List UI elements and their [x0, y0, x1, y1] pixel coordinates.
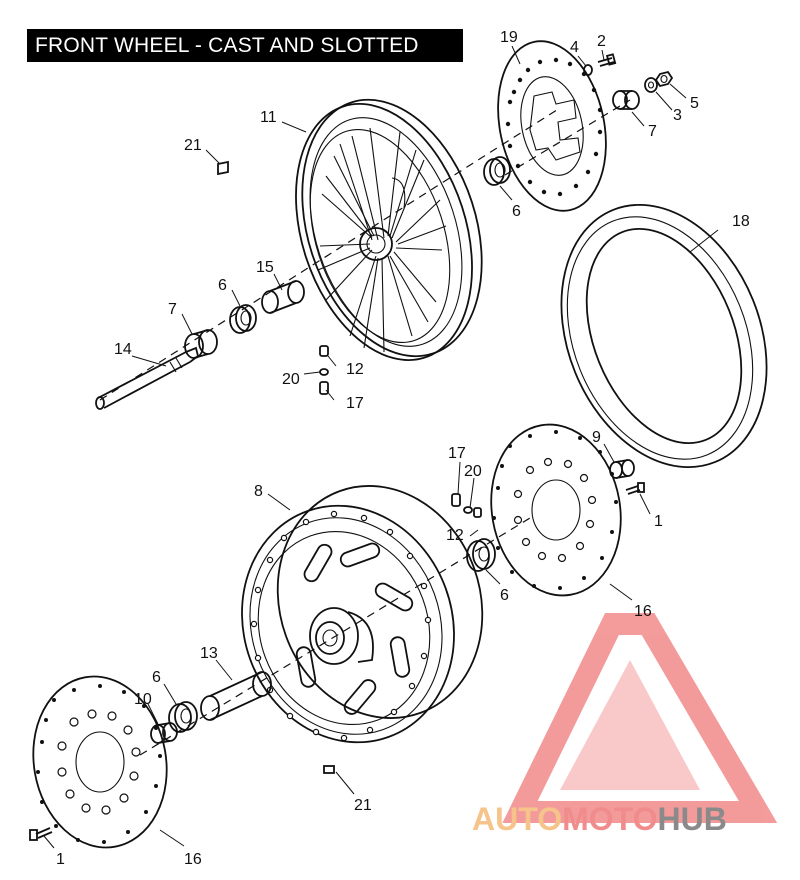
callout-label-7: 7: [648, 123, 657, 140]
axis-line-lower: [139, 517, 531, 756]
spacer-10: [150, 722, 178, 744]
callout-label-6: 6: [152, 669, 161, 686]
bearing-lower-left: [168, 701, 198, 733]
leader-lines: [43, 45, 719, 849]
valve-stem-17-lower: [451, 493, 461, 507]
nut-5: [654, 70, 674, 88]
watermark-logo: [502, 613, 778, 823]
weight-21-lower: [323, 765, 335, 774]
callout-label-4: 4: [570, 39, 579, 56]
callout-label-20: 20: [282, 371, 300, 388]
callout-label-17: 17: [448, 445, 466, 462]
callout-label-19: 19: [500, 29, 518, 46]
callout-label-16: 16: [634, 603, 652, 620]
callout-label-7: 7: [168, 301, 177, 318]
o-ring-20-lower: [463, 506, 473, 514]
bearing-lower-right: [466, 538, 496, 572]
callout-label-6: 6: [218, 277, 227, 294]
spacer-13: [200, 671, 272, 721]
callout-label-20: 20: [464, 463, 482, 480]
watermark-moto: MOTO: [562, 801, 657, 837]
callout-label-18: 18: [732, 213, 750, 230]
spacer-15: [261, 280, 305, 314]
bolt-1-left: [29, 827, 53, 841]
valve-cap-12-lower: [473, 507, 482, 518]
spacer-7-left: [184, 329, 218, 359]
axle-14: [95, 346, 200, 410]
bolt-2: [597, 53, 617, 67]
axis-line-upper: [99, 107, 561, 401]
callout-label-15: 15: [256, 259, 274, 276]
callout-label-6: 6: [500, 587, 509, 604]
tire: [560, 203, 768, 469]
watermark-text: AUTOMOTOHUB: [472, 801, 727, 837]
o-ring-20: [319, 368, 329, 376]
rotor-upper: [497, 40, 607, 212]
cast-wheel: [295, 98, 483, 361]
callout-label-10: 10: [134, 691, 152, 708]
watermark-auto: AUTO: [472, 801, 562, 837]
disc-wheel: [241, 485, 484, 744]
callout-label-13: 13: [200, 645, 218, 662]
rotor-lower-right: [490, 423, 622, 597]
callout-label-3: 3: [673, 107, 682, 124]
callout-label-1: 1: [654, 513, 663, 530]
callout-label-12: 12: [446, 527, 464, 544]
spacer-9: [609, 459, 635, 479]
rotor-lower-left: [32, 675, 168, 849]
valve-stem-17: [319, 381, 329, 395]
callout-label-8: 8: [254, 483, 263, 500]
washer-4: [583, 64, 593, 76]
bearing-6-left: [229, 304, 257, 334]
callout-label-21: 21: [184, 137, 202, 154]
callouts: 2419537112161815671412201791720181261613…: [56, 29, 750, 868]
callout-label-14: 14: [114, 341, 132, 358]
valve-cap-12: [319, 345, 329, 357]
callout-label-11: 11: [260, 109, 277, 126]
watermark-hub: HUB: [657, 801, 726, 837]
callout-label-17: 17: [346, 395, 364, 412]
callout-label-2: 2: [597, 33, 606, 50]
callout-label-9: 9: [592, 429, 601, 446]
callout-label-16: 16: [184, 851, 202, 868]
callout-label-12: 12: [346, 361, 364, 378]
callout-label-1: 1: [56, 851, 65, 868]
bolt-1-right: [625, 482, 645, 495]
washer-3: [644, 77, 658, 93]
callout-label-5: 5: [690, 95, 699, 112]
callout-label-6: 6: [512, 203, 521, 220]
diagram-title: FRONT WHEEL - CAST AND SLOTTED: [27, 29, 463, 62]
axis-line-upper-right: [504, 99, 631, 176]
callout-label-21: 21: [354, 797, 372, 814]
bearing-upper-right: [483, 156, 511, 186]
weight-21-upper: [217, 160, 229, 176]
spacer-upper-right: [612, 90, 640, 110]
